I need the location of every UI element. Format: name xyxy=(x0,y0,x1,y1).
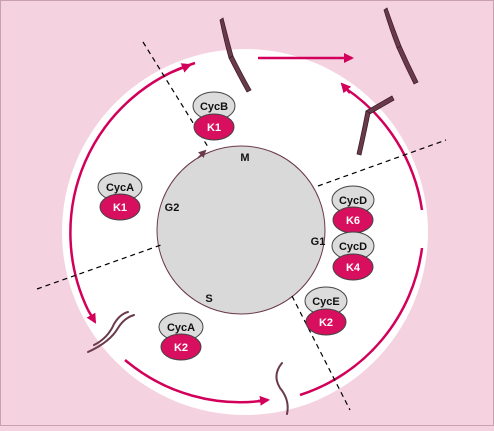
cycle-arc-right-bottom xyxy=(299,247,424,397)
arrowhead-bottom xyxy=(257,395,270,406)
core-circle xyxy=(156,145,326,315)
phase-label-m: M xyxy=(240,152,249,164)
kinase-shape xyxy=(193,113,235,141)
arrowhead-top-left xyxy=(171,63,192,74)
cycle-arc-right-top xyxy=(344,86,424,211)
chromosome-icon xyxy=(228,55,252,93)
kinase-shape xyxy=(99,193,141,221)
chromosome-icon xyxy=(396,45,419,85)
boundary-s xyxy=(36,244,162,290)
kinase-label: K2 xyxy=(174,342,188,354)
chromosome-icon xyxy=(365,95,395,116)
core-arrowhead xyxy=(197,149,207,159)
phase-label-s: S xyxy=(205,293,212,305)
complex-cycb-k1: CycB K1 xyxy=(192,91,236,141)
cyclin-label: CycD xyxy=(339,241,367,253)
chromatin-strand xyxy=(275,362,289,415)
complex-cycd-k4: CycD K4 xyxy=(331,231,375,281)
boundary-g2 xyxy=(291,295,351,411)
chromatin-strand-bottom xyxy=(275,362,289,415)
kinase-label: K2 xyxy=(319,317,333,329)
kinase-label: K4 xyxy=(346,262,361,274)
chromosome-pair-right-bottom xyxy=(356,95,395,156)
boundary-g1 xyxy=(317,139,447,187)
kinase-label: K6 xyxy=(346,215,360,227)
chromatin-strand xyxy=(87,314,135,353)
complex-cyce-k2: CycE K2 xyxy=(304,286,348,336)
kinase-shape xyxy=(332,253,374,281)
complex-cyca-k2: CycA K2 xyxy=(158,312,204,361)
cyclin-label: CycB xyxy=(200,101,228,113)
cycle-arc-bottom xyxy=(124,359,269,404)
complex-cyca-k1: CycA K1 xyxy=(97,172,143,221)
cycle-arc-left xyxy=(69,61,196,311)
arrowhead-left xyxy=(86,309,97,324)
kinase-label: K1 xyxy=(113,202,127,214)
cyclin-label: CycA xyxy=(167,322,195,334)
kinase-shape xyxy=(305,308,347,336)
phase-label-g1: G1 xyxy=(311,236,326,248)
chromosome-icon xyxy=(356,110,371,156)
chromatin-strand xyxy=(93,311,129,346)
kinase-shape xyxy=(160,333,202,361)
chromatin-strands-left xyxy=(87,311,135,353)
complex-cycd-k6: CycD K6 xyxy=(331,185,375,234)
cyclin-label: CycA xyxy=(106,182,134,194)
phase-label-g2: G2 xyxy=(165,202,180,214)
cyclin-label: CycD xyxy=(339,195,367,207)
arrowhead-right xyxy=(340,82,352,94)
chromosome-pair-top xyxy=(219,17,252,93)
cyclin-label: CycE xyxy=(312,296,340,308)
kinase-label: K1 xyxy=(207,122,221,134)
chromosome-pair-right-top xyxy=(383,7,419,85)
